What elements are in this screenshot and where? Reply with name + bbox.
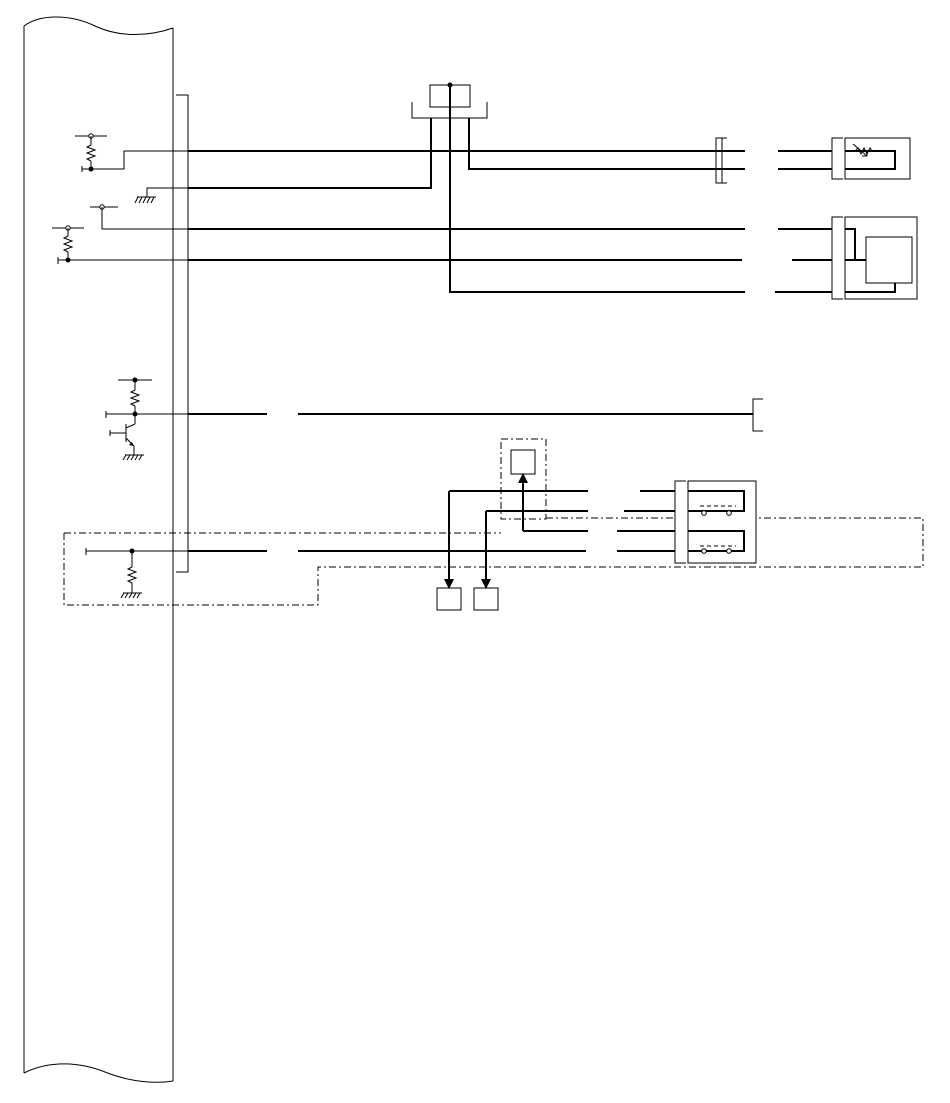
open-connector-end xyxy=(752,398,763,432)
transistor-icon xyxy=(109,414,144,461)
switch-assembly xyxy=(674,480,757,564)
wire-12-ends xyxy=(775,150,832,293)
arrow-icon xyxy=(518,473,528,483)
splice-joint-connector xyxy=(411,82,488,119)
arrow-icon xyxy=(444,579,454,589)
signal-arrows xyxy=(436,473,528,611)
arrow-icon xyxy=(481,579,491,589)
internal-pullup-circuit-1 xyxy=(75,133,188,172)
inline-connector-1 xyxy=(715,137,727,184)
internal-switch-circuit xyxy=(90,204,188,230)
switch-icon xyxy=(700,505,736,516)
wires xyxy=(188,118,832,552)
internal-pullup-circuit-2 xyxy=(52,225,188,264)
internal-transistor-circuit xyxy=(105,377,188,461)
resistor-icon xyxy=(62,235,74,253)
boundary-lines xyxy=(63,517,924,606)
ground-icon xyxy=(134,196,155,204)
internal-pulldown-circuit xyxy=(85,548,188,599)
resistor-icon xyxy=(129,389,141,407)
ground-icon xyxy=(122,454,143,461)
component-connector xyxy=(831,216,918,300)
switch-icon xyxy=(700,545,736,554)
module-connector xyxy=(176,94,189,573)
control-module xyxy=(23,16,174,1083)
resistor-icon xyxy=(85,144,97,162)
wire-6 xyxy=(449,118,745,293)
sensor-connector xyxy=(831,137,911,180)
resistor-icon xyxy=(126,566,138,584)
ground-icon xyxy=(120,592,141,599)
wire-3 xyxy=(468,118,745,170)
wire-2 xyxy=(188,118,432,189)
internal-ground-1 xyxy=(134,187,188,204)
